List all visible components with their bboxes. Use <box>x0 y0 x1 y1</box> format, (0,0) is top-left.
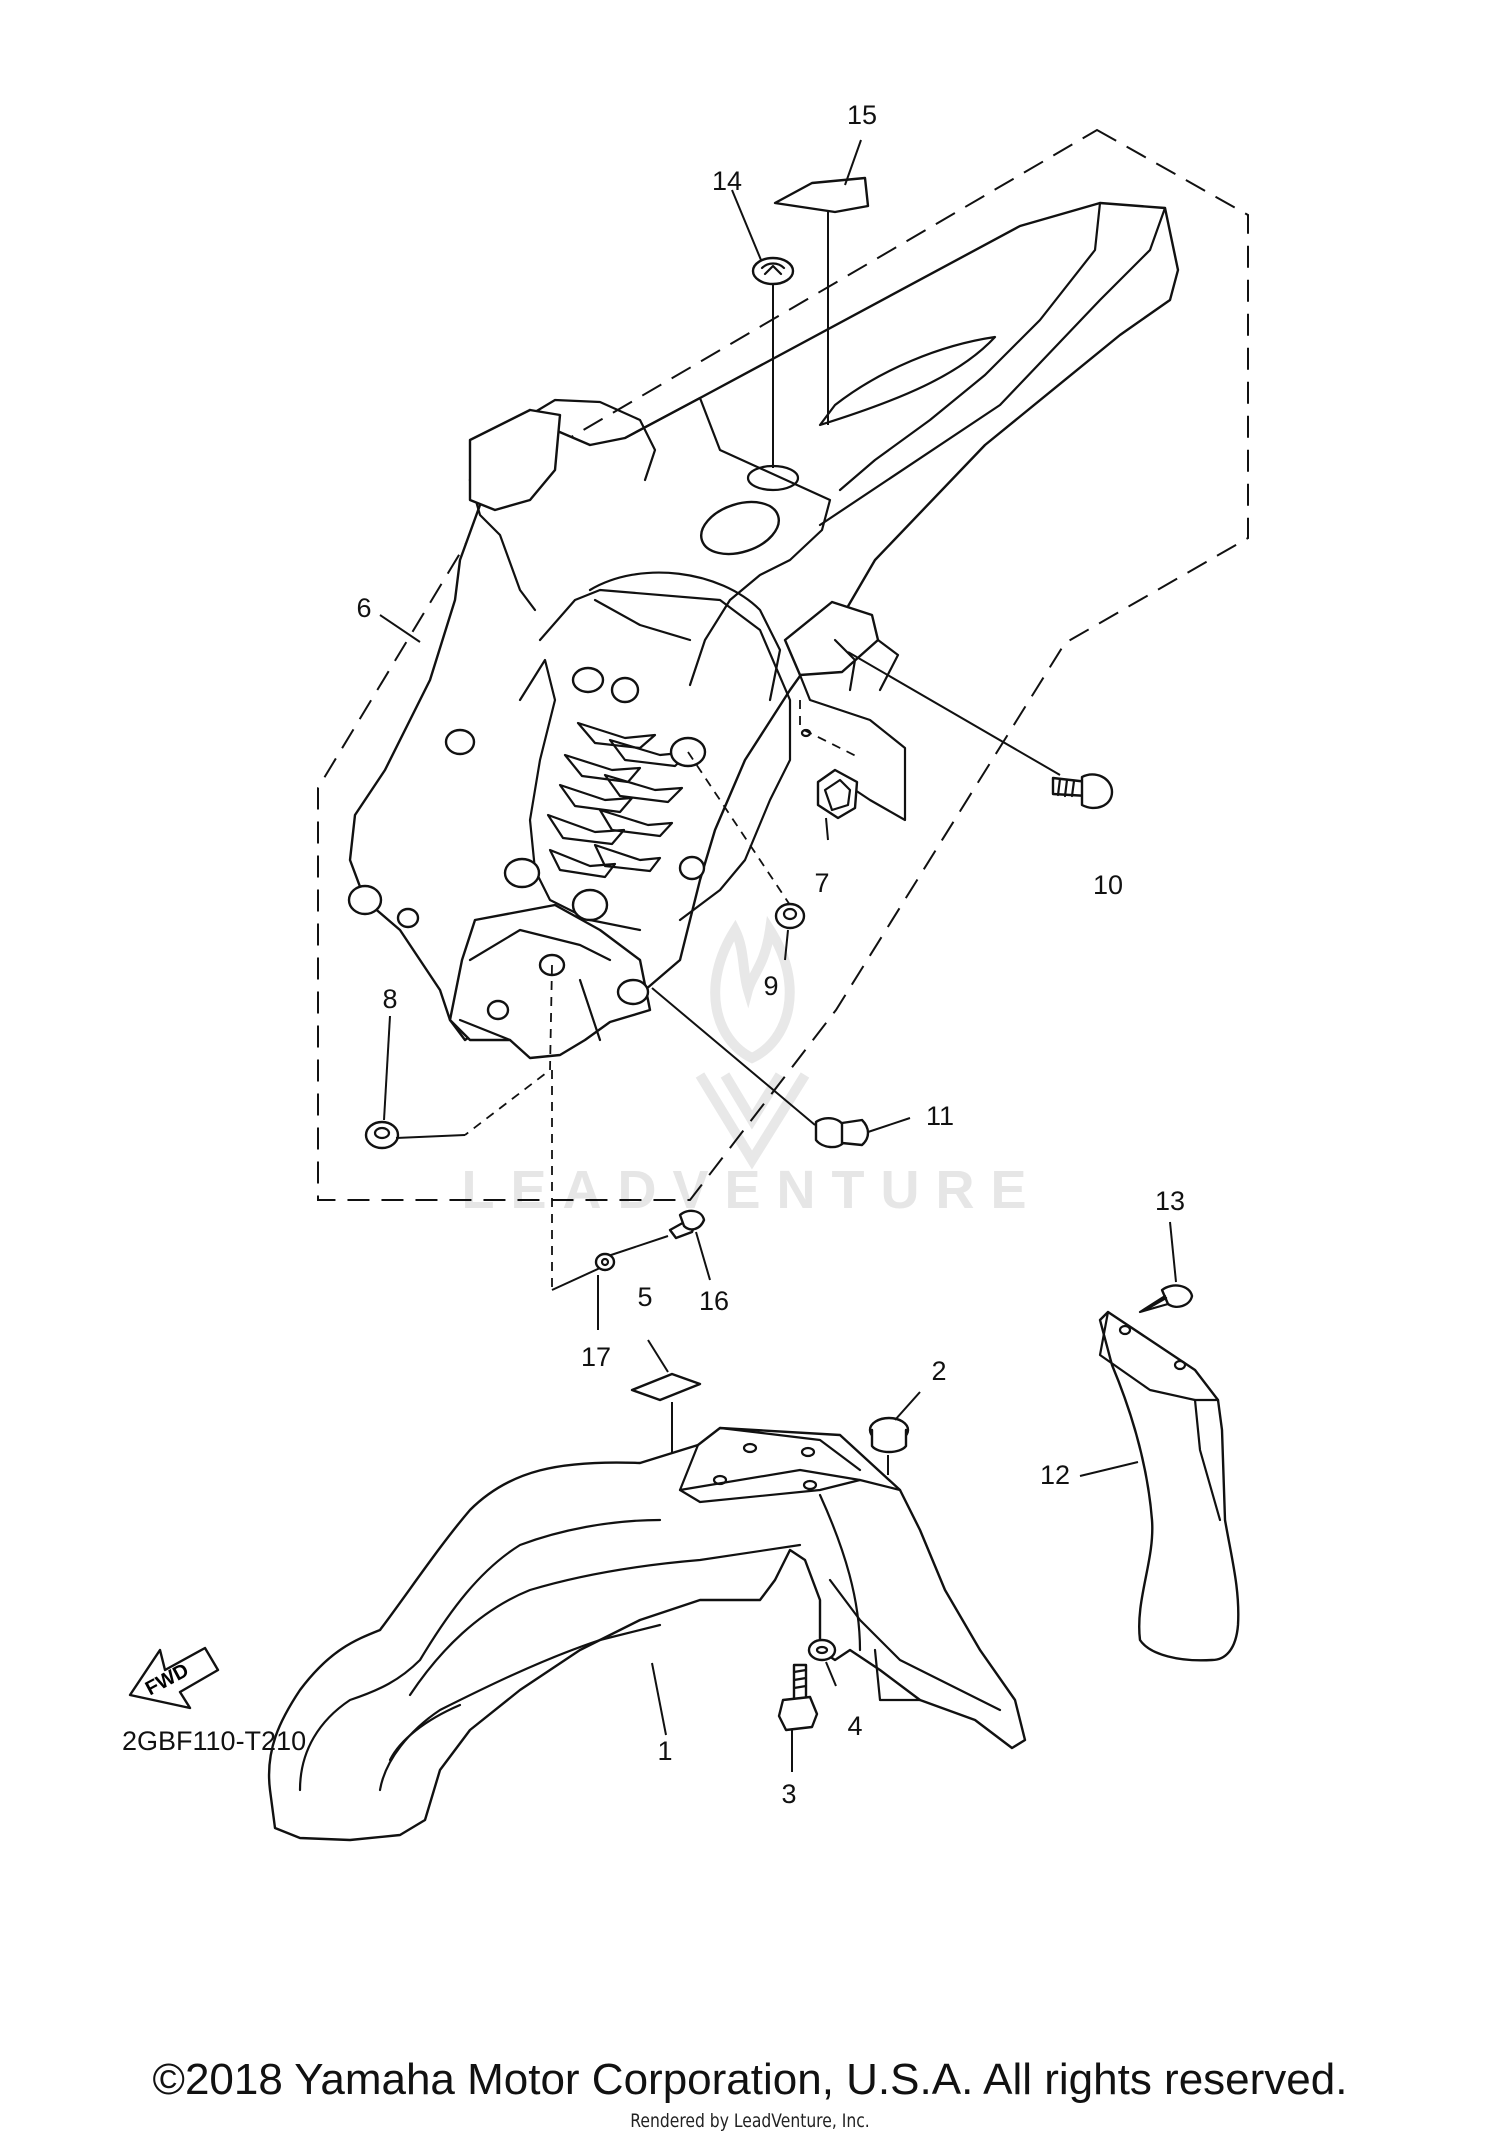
callout-5: 5 <box>637 1282 652 1312</box>
sticker-part-5: 5 <box>630 1282 702 1455</box>
forward-arrow-icon: FWD <box>128 1646 220 1710</box>
bolt-part-3: 3 <box>777 1663 819 1809</box>
callout-15: 15 <box>847 100 877 130</box>
copyright-text: ©2018 Yamaha Motor Corporation, U.S.A. A… <box>152 2055 1348 2104</box>
flame-v-logo-icon <box>695 915 810 1170</box>
callout-10: 10 <box>1093 870 1123 900</box>
assembly-line-8 <box>464 964 553 1136</box>
washer-part-17: 17 <box>551 1252 616 1372</box>
bolt-part-11: 11 <box>651 987 954 1149</box>
rear-fender <box>347 201 1180 1060</box>
rear-fender-group-boundary <box>317 128 1249 1201</box>
mud-flap-part-12: 12 <box>1040 1310 1240 1662</box>
callout-1: 1 <box>657 1736 672 1766</box>
front-fender: 1 <box>267 1426 1027 1842</box>
callout-8: 8 <box>382 984 397 1014</box>
callout-2: 2 <box>931 1356 946 1386</box>
nut-part-7: 7 <box>814 768 859 898</box>
screw-part-13: 13 <box>1138 1186 1194 1314</box>
screw-part-16: 16 <box>601 1209 729 1316</box>
emblem-part: 14 <box>712 166 795 468</box>
callout-3: 3 <box>781 1779 796 1809</box>
callout-6: 6 <box>356 593 371 623</box>
callout-7: 7 <box>814 868 829 898</box>
bolt-part-10: 10 <box>847 651 1123 900</box>
callout-11: 11 <box>926 1101 954 1131</box>
assembly-line-7 <box>799 700 861 759</box>
sticker-part-15: 15 <box>773 100 877 425</box>
rendered-by-text: Rendered by LeadVenture, Inc. <box>630 2110 870 2132</box>
callout-14: 14 <box>712 166 742 196</box>
callout-4: 4 <box>847 1711 862 1741</box>
callout-13: 13 <box>1155 1186 1185 1216</box>
leadventure-watermark: LEADVENTURE <box>461 915 1042 1220</box>
watermark-text: LEADVENTURE <box>461 1160 1042 1220</box>
leader-6 <box>379 614 421 643</box>
callout-16: 16 <box>699 1286 729 1316</box>
grommet-part-9: 9 <box>763 902 806 1001</box>
diagram-code: 2GBF110-T210 <box>122 1726 307 1756</box>
washer-part-4: 4 <box>807 1638 863 1741</box>
callout-12: 12 <box>1040 1460 1070 1490</box>
callout-9: 9 <box>763 971 778 1001</box>
grommet-part-2: 2 <box>868 1356 947 1475</box>
grommet-part-8: 8 <box>364 984 466 1150</box>
callout-17: 17 <box>581 1342 611 1372</box>
